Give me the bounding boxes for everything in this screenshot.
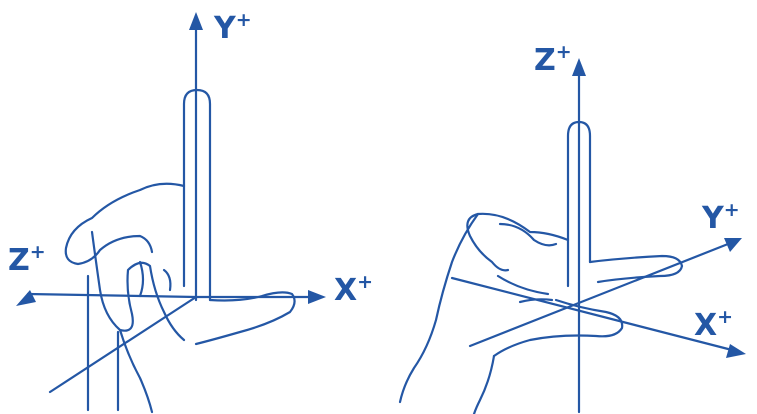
right-y-label: Y+ <box>701 199 740 236</box>
left-z-label: Z+ <box>8 241 46 278</box>
right-x-label: X+ <box>694 306 733 343</box>
left-y-label: Y+ <box>213 9 252 46</box>
right-z-label: Z+ <box>534 41 572 78</box>
left-x-label: X+ <box>334 271 373 308</box>
